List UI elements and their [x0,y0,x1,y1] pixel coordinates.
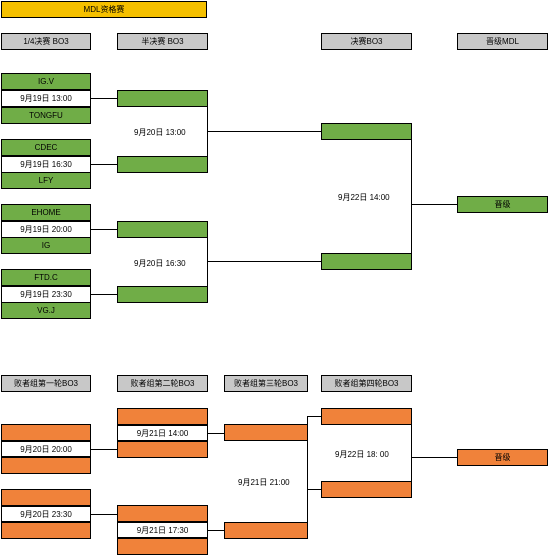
team-slot [117,90,208,107]
header-semifinal: 半决赛 BO3 [117,33,208,50]
team-slot [1,457,91,474]
team-slot [224,522,308,539]
team-slot: VG.J [1,302,91,319]
advance-slot: 晋级 [457,196,548,213]
bracket-title: MDL资格赛 [1,1,207,18]
match-time: 9月20日 20:00 [1,441,91,457]
connector-line [307,489,321,490]
match-time: 9月19日 13:00 [1,90,91,107]
team-slot [1,424,91,441]
connector-line [307,416,308,433]
connector-line [207,433,224,434]
team-slot [117,505,208,522]
team-slot [117,408,208,425]
connector-line [411,457,457,458]
connector-line [207,530,224,531]
team-slot [321,481,412,498]
team-slot: LFY [1,172,91,189]
match-time: 9月20日 16:30 [134,259,186,268]
match-time: 9月21日 21:00 [238,478,290,487]
connector-line [91,449,117,450]
header-losers-round3: 败者组第三轮BO3 [224,375,308,392]
team-slot [117,221,208,238]
match-time: 9月22日 14:00 [338,193,390,202]
team-slot [117,156,208,173]
connector-line [411,131,412,262]
header-losers-round1: 败者组第一轮BO3 [1,375,91,392]
team-slot: FTD.C [1,269,91,286]
team-slot [117,441,208,458]
match-time: 9月19日 20:00 [1,221,91,238]
team-slot: IG.V [1,73,91,90]
match-time: 9月22日 18: 00 [335,450,389,459]
team-slot [117,538,208,555]
header-quarterfinal: 1/4决赛 BO3 [1,33,91,50]
team-slot [321,408,412,425]
team-slot [1,489,91,506]
team-slot [117,286,208,303]
match-time: 9月20日 13:00 [134,128,186,137]
team-slot [1,522,91,539]
header-losers-round2: 败者组第二轮BO3 [117,375,208,392]
match-time: 9月21日 17:30 [117,522,208,538]
match-time: 9月20日 23:30 [1,506,91,522]
connector-line [411,204,457,205]
match-time: 9月19日 23:30 [1,286,91,303]
connector-line [307,416,321,417]
connector-line [91,164,117,165]
advance-slot: 晋级 [457,449,548,466]
connector-line [207,229,208,295]
team-slot [224,424,308,441]
connector-line [207,131,321,132]
header-advance-mdl: 晋级MDL [457,33,548,50]
connector-line [91,294,117,295]
team-slot: IG [1,237,91,254]
connector-line [91,514,117,515]
team-slot: CDEC [1,139,91,156]
team-slot [321,123,412,140]
connector-line [411,416,412,490]
team-slot [321,253,412,270]
team-slot: EHOME [1,204,91,221]
connector-line [207,261,321,262]
connector-line [91,98,117,99]
match-time: 9月19日 16:30 [1,156,91,173]
connector-line [307,433,308,531]
header-losers-round4: 败者组第四轮BO3 [321,375,412,392]
header-final: 决赛BO3 [321,33,412,50]
connector-line [91,229,117,230]
team-slot: TONGFU [1,107,91,124]
match-time: 9月21日 14:00 [117,425,208,441]
